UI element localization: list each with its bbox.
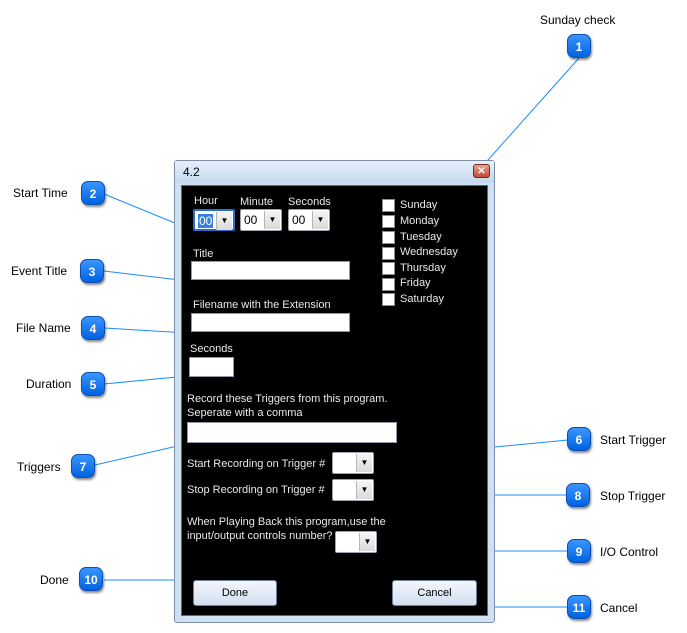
seconds-value: 00 <box>292 213 306 227</box>
callout-badge-1: 1 <box>567 34 591 58</box>
title-input[interactable] <box>191 261 350 280</box>
chevron-down-icon[interactable]: ▼ <box>264 211 280 229</box>
leader-line-5 <box>103 375 188 385</box>
window-titlebar[interactable]: 4.2 ✕ <box>175 161 494 183</box>
chevron-down-icon[interactable]: ▼ <box>356 454 372 472</box>
sunday-checkbox[interactable] <box>382 199 395 212</box>
callout-badge-3: 3 <box>80 259 104 283</box>
saturday-checkbox[interactable] <box>382 293 395 306</box>
window-close-button[interactable]: ✕ <box>473 164 490 178</box>
seconds-label: Seconds <box>288 196 331 208</box>
saturday-label: Saturday <box>400 293 445 305</box>
callout-label-2: Start Time <box>13 186 68 200</box>
wednesday-label: Wednesday <box>400 246 458 258</box>
friday-checkbox[interactable] <box>382 278 395 291</box>
stop-trigger-label: Stop Recording on Trigger # <box>187 484 325 496</box>
start-trigger-label: Start Recording on Trigger # <box>187 458 326 470</box>
callout-label-5: Duration <box>26 377 72 391</box>
io-instruction-line1: When Playing Back this program,use the <box>187 516 386 528</box>
chevron-down-icon[interactable]: ▼ <box>359 533 375 551</box>
done-button[interactable]: Done <box>193 580 277 606</box>
duration-input[interactable] <box>189 357 234 377</box>
chevron-down-icon[interactable]: ▼ <box>216 212 232 230</box>
title-label: Title <box>193 248 214 260</box>
filename-label: Filename with the Extension <box>193 299 331 311</box>
callout-badge-7: 7 <box>71 454 95 478</box>
callout-label-4: File Name <box>16 321 71 335</box>
dialog-client-area: Hour Minute Seconds 00 ▼ 00 ▼ 00 ▼ Sunda… <box>181 185 488 616</box>
thursday-checkbox[interactable] <box>382 262 395 275</box>
leader-line-7 <box>94 443 187 466</box>
filename-input[interactable] <box>191 313 350 332</box>
monday-checkbox[interactable] <box>382 215 395 228</box>
callout-label-8: Stop Trigger <box>600 489 666 503</box>
thursday-label: Thursday <box>400 262 446 274</box>
minute-dropdown[interactable]: 00 ▼ <box>240 209 282 231</box>
event-dialog-window: 4.2 ✕ Hour Minute Seconds 00 ▼ 00 ▼ 00 ▼… <box>174 160 495 623</box>
callout-badge-5: 5 <box>81 372 105 396</box>
sunday-label: Sunday <box>400 199 438 211</box>
tuesday-label: Tuesday <box>400 231 442 243</box>
monday-label: Monday <box>400 215 440 227</box>
window-title: 4.2 <box>183 165 200 179</box>
wednesday-checkbox[interactable] <box>382 247 395 260</box>
chevron-down-icon[interactable]: ▼ <box>356 481 372 499</box>
stop-trigger-dropdown[interactable]: ▼ <box>332 479 374 501</box>
hour-label: Hour <box>194 195 218 207</box>
callout-label-7: Triggers <box>17 460 61 474</box>
seconds-dropdown[interactable]: 00 ▼ <box>288 209 330 231</box>
close-icon: ✕ <box>477 166 486 177</box>
callout-badge-4: 4 <box>81 316 105 340</box>
callout-badge-2: 2 <box>81 181 105 205</box>
callout-badge-11: 11 <box>567 595 591 619</box>
hour-value: 00 <box>198 214 214 228</box>
tuesday-checkbox[interactable] <box>382 231 395 244</box>
callout-label-1: Sunday check <box>540 13 616 27</box>
callout-label-11: Cancel <box>600 601 638 615</box>
friday-label: Friday <box>400 277 431 289</box>
callout-badge-9: 9 <box>567 539 591 563</box>
callout-badge-6: 6 <box>567 427 591 451</box>
callout-label-10: Done <box>40 573 69 587</box>
chevron-down-icon[interactable]: ▼ <box>312 211 328 229</box>
hour-dropdown[interactable]: 00 ▼ <box>193 209 235 231</box>
start-trigger-dropdown[interactable]: ▼ <box>332 452 374 474</box>
callout-label-6: Start Trigger <box>600 433 667 447</box>
minute-label: Minute <box>240 196 274 208</box>
triggers-input[interactable] <box>187 422 397 443</box>
io-control-dropdown[interactable]: ▼ <box>335 531 377 553</box>
io-instruction-line2: input/output controls number? <box>187 530 333 542</box>
triggers-instruction-line2: Seperate with a comma <box>187 407 303 419</box>
minute-value: 00 <box>244 213 258 227</box>
callout-label-9: I/O Control <box>600 545 659 559</box>
callout-label-3: Event Title <box>11 264 68 278</box>
callout-badge-10: 10 <box>79 567 103 591</box>
callout-badge-8: 8 <box>566 483 590 507</box>
triggers-instruction-line1: Record these Triggers from this program. <box>187 393 388 405</box>
cancel-button[interactable]: Cancel <box>392 580 477 606</box>
duration-label: Seconds <box>190 343 233 355</box>
